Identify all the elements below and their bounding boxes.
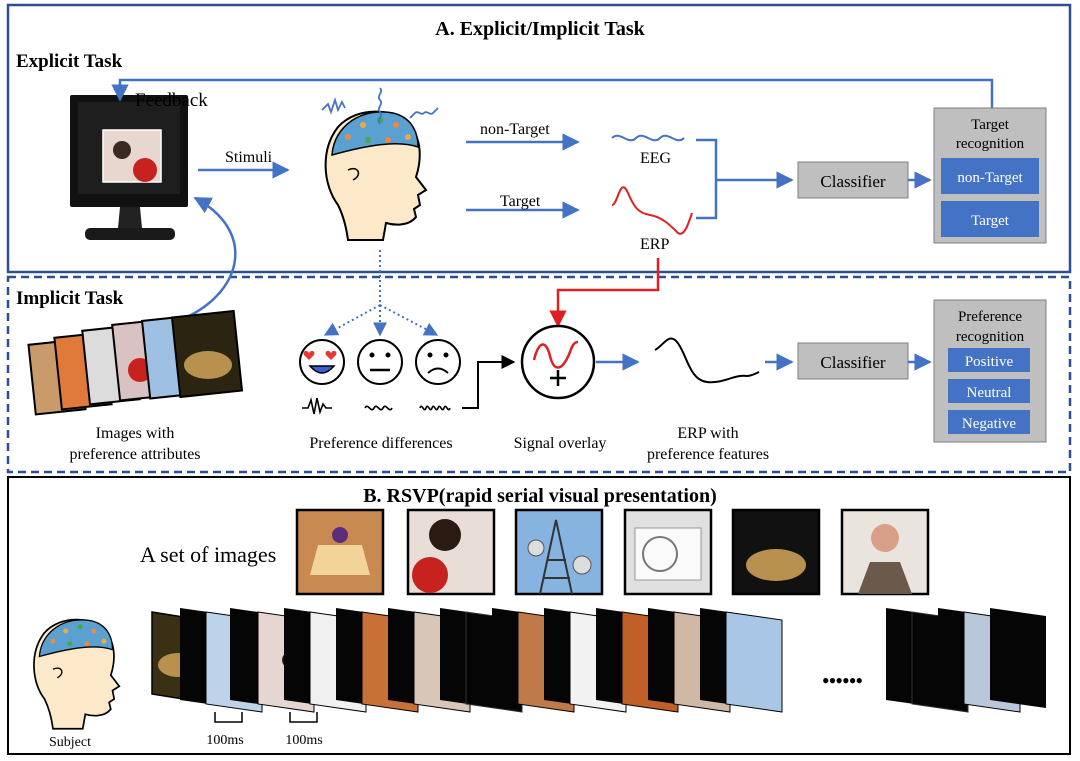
eeg-label: EEG	[640, 150, 672, 167]
timing-label-2: 100ms	[285, 733, 322, 748]
option-non-target	[941, 158, 1039, 194]
preference-caption: Preference differences	[309, 435, 452, 452]
overlay-caption: Signal overlay	[514, 435, 607, 452]
classifier-label-explicit: Classifier	[820, 172, 885, 191]
preference-recognition-title-1: Preference	[958, 309, 1022, 325]
stimuli-label: Stimuli	[225, 149, 273, 166]
rsvp-sequence-2	[886, 608, 1046, 713]
erp-wave	[611, 186, 693, 235]
dotted-branches	[323, 250, 439, 337]
option-target	[941, 201, 1039, 237]
happy-emoji-icon	[299, 339, 345, 385]
erp-caption-1: ERP with	[677, 425, 738, 442]
target-arrow-label: Target	[500, 193, 541, 210]
panel-b-title: B. RSVP(rapid serial visual presentation…	[363, 485, 717, 507]
subject-label: Subject	[49, 735, 91, 750]
set-of-images-label: A set of images	[140, 542, 276, 567]
option-non-target-label: non-Target	[957, 170, 1023, 186]
wave-to-overlay-arrow	[462, 355, 516, 409]
erp-label: ERP	[640, 236, 669, 253]
classifier-box-implicit	[797, 342, 909, 380]
images-to-monitor-arrow	[184, 196, 237, 320]
option-positive	[948, 348, 1030, 372]
erp-to-overlay-arrow	[549, 258, 660, 328]
image-stack	[27, 309, 244, 416]
option-neutral	[948, 379, 1030, 403]
erp-caption-2: preference features	[647, 446, 769, 463]
eeg-wave	[611, 134, 685, 142]
option-neutral-label: Neutral	[967, 385, 1012, 401]
images-caption-2: preference attributes	[69, 446, 200, 463]
implicit-task-title: Implicit Task	[16, 288, 124, 309]
option-target-label: Target	[971, 213, 1010, 229]
sample-images	[295, 508, 930, 596]
panel-b: B. RSVP(rapid serial visual presentation…	[7, 476, 1071, 755]
option-negative	[948, 410, 1030, 434]
implicit-task: Implicit Task Images with preference att…	[6, 196, 1072, 474]
explicit-task-frame	[6, 3, 1072, 274]
timing-bracket-1	[214, 712, 243, 723]
rsvp-sequence-1	[151, 608, 783, 713]
sad-emoji-icon	[415, 339, 461, 385]
subject-head-icon	[33, 618, 121, 730]
signal-overlay-icon	[520, 324, 596, 400]
brainwave-icons	[321, 87, 439, 125]
target-recognition-title-1: Target	[971, 117, 1010, 133]
panel-a: A. Explicit/Implicit Task Explicit Task …	[6, 3, 1072, 274]
classifier-box-explicit	[797, 161, 909, 199]
preference-recognition-title-2: recognition	[956, 329, 1025, 345]
neutral-emoji-icon	[357, 339, 403, 385]
feedback-label: Feedback	[135, 90, 208, 111]
panel-a-title: A. Explicit/Implicit Task	[435, 18, 645, 40]
monitor-icon	[70, 95, 188, 240]
explicit-task-title: Explicit Task	[16, 51, 123, 72]
option-negative-label: Negative	[962, 416, 1016, 432]
rsvp-frame	[7, 476, 1071, 755]
erp-feature-wave	[654, 337, 760, 384]
feedback-arrow	[111, 78, 994, 108]
emoji-waves	[302, 397, 451, 415]
head-icon	[324, 110, 427, 241]
non-target-arrow-label: non-Target	[480, 121, 550, 138]
target-recognition-title-2: recognition	[956, 136, 1025, 152]
merge-bracket	[696, 138, 792, 220]
images-caption-1: Images with	[96, 425, 175, 442]
ellipsis: ••••••	[822, 668, 863, 693]
classifier-label-implicit: Classifier	[820, 353, 885, 372]
implicit-task-frame	[6, 275, 1072, 474]
timing-bracket-2	[289, 712, 318, 723]
timing-label-1: 100ms	[206, 733, 243, 748]
option-positive-label: Positive	[965, 354, 1014, 370]
